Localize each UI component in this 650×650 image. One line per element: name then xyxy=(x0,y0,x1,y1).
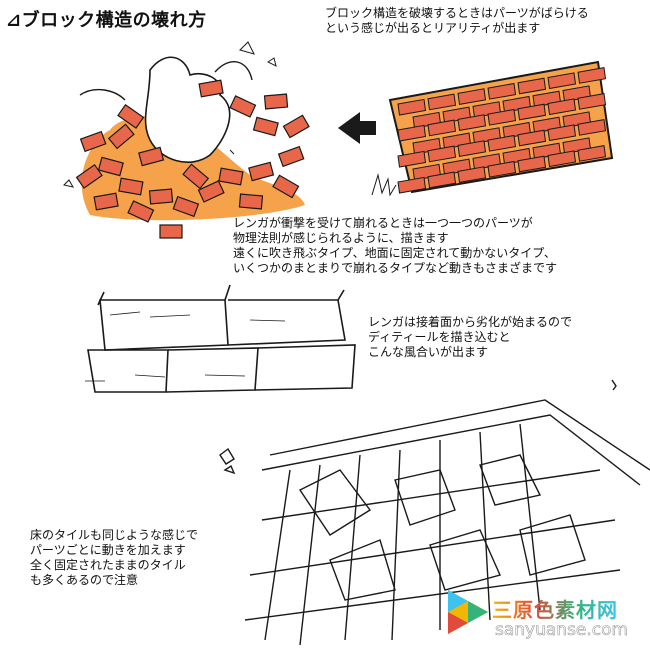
brick xyxy=(457,114,487,131)
brick xyxy=(397,124,427,142)
page-title: ⊿ブロック構造の壊れ方 xyxy=(6,10,207,31)
brick xyxy=(397,150,427,168)
brick xyxy=(487,108,517,126)
flying-brick xyxy=(97,156,124,177)
flying-brick xyxy=(272,174,300,199)
brick xyxy=(457,166,487,183)
brick xyxy=(487,134,517,152)
flying-brick xyxy=(93,192,119,211)
flying-brick xyxy=(218,167,244,186)
flying-brick xyxy=(138,146,165,167)
brick xyxy=(427,145,457,163)
flying-brick xyxy=(252,116,279,137)
brick xyxy=(547,124,577,142)
exploding-bricks xyxy=(63,41,310,239)
flying-brick xyxy=(159,224,183,239)
brick xyxy=(397,176,427,194)
flying-brick xyxy=(107,123,135,150)
watermark-url: sanyuanse.com xyxy=(495,620,629,641)
flying-brick xyxy=(263,93,289,110)
flying-brick xyxy=(117,103,145,129)
arrow-left-icon xyxy=(338,112,376,144)
brick xyxy=(427,93,457,111)
caption-wall: レンガは接着面から劣化が始まるので ディティールを描き込むと こんな風合いが出ま… xyxy=(368,315,573,359)
brick xyxy=(517,155,547,173)
brick xyxy=(517,129,547,147)
brick xyxy=(457,88,487,105)
flying-brick xyxy=(172,195,200,218)
flying-brick xyxy=(79,130,107,153)
weathered-brick-wall xyxy=(85,284,356,393)
flying-brick xyxy=(282,114,310,139)
brick xyxy=(577,93,607,110)
flying-brick xyxy=(148,188,174,205)
brick xyxy=(487,160,517,178)
flying-brick xyxy=(238,193,264,210)
caption-top-right: ブロック構造を破壊するときはパーツがばらける という感じが出るとリアリティが出ま… xyxy=(325,6,589,35)
flying-brick xyxy=(75,163,103,189)
flying-brick xyxy=(197,180,225,203)
brick xyxy=(427,119,457,137)
brick xyxy=(517,77,547,95)
brick xyxy=(547,72,577,90)
brick xyxy=(397,98,427,116)
caption-middle: レンガが衝撃を受けて崩れるときは一つ一つのパーツが 物理法則が感じられるように、… xyxy=(233,216,558,275)
brick xyxy=(457,140,487,157)
broken-floor-tiles xyxy=(219,379,650,646)
intact-brick-wall xyxy=(371,60,614,197)
brick xyxy=(547,150,577,168)
watermark-text-letters: 三原色素材网 xyxy=(492,598,618,622)
flying-brick xyxy=(277,145,305,168)
caption-floor: 床のタイルも同じような感じで パーツごとに動きを加えます 全く固定されたままのタ… xyxy=(30,528,199,587)
brick xyxy=(577,119,607,136)
flying-brick xyxy=(182,163,210,190)
flying-brick xyxy=(229,95,257,118)
brick xyxy=(547,98,577,116)
watermark-text: 三原色素材网 xyxy=(492,594,618,623)
flying-brick xyxy=(198,79,224,98)
flying-brick xyxy=(118,177,144,196)
flying-brick xyxy=(127,200,155,223)
watermark-logo-icon xyxy=(448,590,488,634)
flying-brick xyxy=(248,161,275,182)
brick xyxy=(487,82,517,100)
brick xyxy=(577,67,607,84)
brick xyxy=(427,171,457,189)
brick xyxy=(517,103,547,121)
brick xyxy=(577,145,607,162)
